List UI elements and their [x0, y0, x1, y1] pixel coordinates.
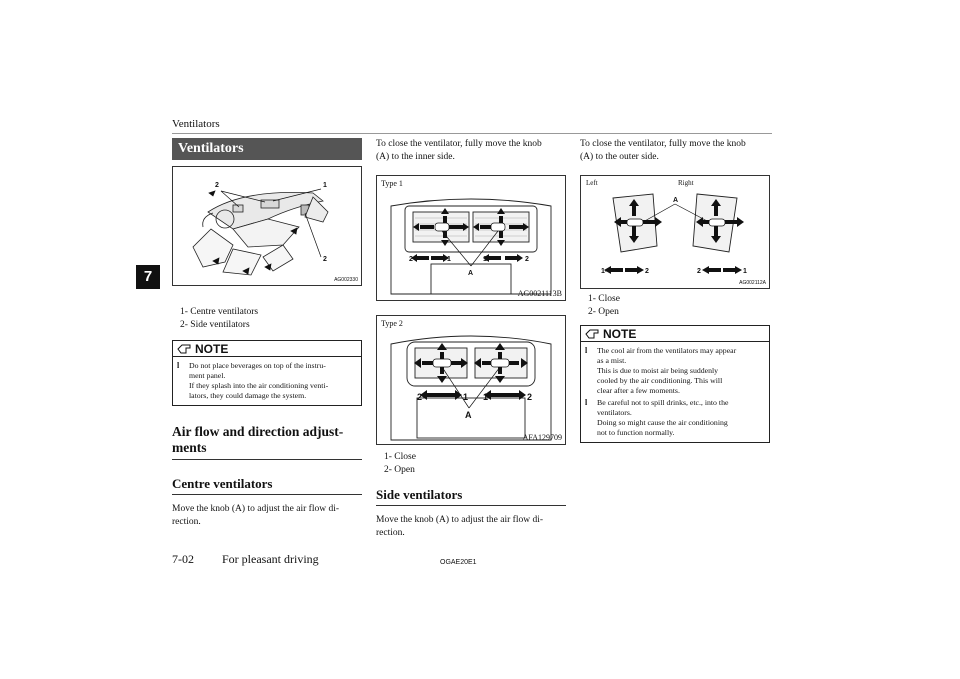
dashboard-illustration: 2 1 2: [192, 182, 329, 276]
column-middle: To close the ventilator, fully move the …: [376, 138, 566, 539]
centre-vents-type1: 2 1 1 2 A: [390, 198, 552, 295]
side-vents-illustration: Left Right: [586, 179, 747, 275]
heading-side-ventilators: Side ventilators: [376, 487, 566, 506]
figure-type2: Type 2: [376, 315, 566, 445]
svg-text:1: 1: [447, 256, 451, 263]
intro-text-close-inner: To close the ventilator, fully move the …: [376, 139, 542, 162]
intro-text-close-outer: To close the ventilator, fully move the …: [580, 139, 746, 162]
figure-code: AG0021113B: [517, 289, 562, 298]
note-item: l Do not place beverages on top of the i…: [177, 361, 329, 400]
list-item: 2- Open: [384, 465, 415, 475]
close-open-list: 1- Close 2- Open: [580, 293, 770, 319]
left-label: Left: [586, 179, 598, 187]
list-item: 1- Close: [384, 452, 416, 462]
column-right: To close the ventilator, fully move the …: [580, 138, 770, 443]
svg-text:2: 2: [525, 256, 529, 263]
close-open-list: 1- Close 2- Open: [376, 451, 566, 477]
figure-dashboard-vents: 2 1 2 AG002330: [172, 166, 362, 286]
svg-text:2: 2: [417, 392, 422, 402]
note-box-right: NOTE l The cool air from the ventilators…: [580, 325, 770, 443]
note-body: l The cool air from the ventilators may …: [581, 342, 769, 442]
figure-code: AFA129709: [522, 433, 562, 442]
chapter-tab: 7: [136, 265, 160, 289]
list-item: 2- Open: [588, 307, 619, 317]
callout-2-bottom: 2: [323, 256, 327, 263]
centre-vents-type2: 2 1 1 2 A: [390, 335, 552, 441]
callout-2-top: 2: [215, 182, 219, 189]
bullet-icon: l: [585, 346, 588, 355]
list-item: 1- Close: [588, 294, 620, 304]
svg-text:1: 1: [743, 268, 747, 275]
heading-airflow: Air flow and direction adjust- ments: [172, 424, 362, 460]
figure-type1: Type 1: [376, 175, 566, 301]
figure-type-label: Type 2: [381, 319, 403, 328]
section-title-bar: Ventilators: [172, 138, 362, 160]
document-code: OGAE20E1: [440, 559, 477, 566]
svg-text:2: 2: [697, 268, 701, 275]
vent-list: 1- Centre ventilators 2- Side ventilator…: [172, 306, 362, 332]
figure-code: AG002112A: [739, 280, 766, 286]
svg-text:1-: 1-: [601, 268, 608, 275]
callout-1: 1: [323, 182, 327, 189]
list-item: 1- Centre ventilators: [180, 307, 259, 317]
note-title: NOTE: [603, 326, 637, 341]
note-item: l The cool air from the ventilators may …: [585, 346, 737, 395]
svg-text:A: A: [673, 197, 678, 204]
bullet-icon: l: [585, 398, 588, 407]
svg-text:2: 2: [645, 268, 649, 275]
svg-text:1: 1: [483, 392, 488, 402]
figure-type-label: Type 1: [381, 179, 403, 188]
svg-text:2: 2: [409, 256, 413, 263]
chapter-title: For pleasant driving: [222, 552, 319, 566]
note-item: l Be careful not to spill drinks, etc., …: [585, 398, 729, 437]
note-body: l Do not place beverages on top of the i…: [173, 357, 361, 405]
header-rule: [172, 133, 772, 134]
page-number: 7-02: [172, 552, 194, 566]
note-box-left: NOTE l Do not place beverages on top of …: [172, 340, 362, 406]
hand-pointer-icon: [177, 344, 191, 353]
note-header: NOTE: [581, 326, 769, 342]
figure-side-vents: Left Right: [580, 175, 770, 289]
bullet-icon: l: [177, 361, 180, 370]
right-label: Right: [678, 179, 694, 187]
running-header: Ventilators: [172, 118, 220, 130]
list-item: 2- Side ventilators: [180, 320, 250, 330]
svg-text:A: A: [468, 270, 473, 277]
svg-text:1: 1: [463, 392, 468, 402]
svg-text:A: A: [465, 410, 472, 420]
column-left: Ventilators: [172, 138, 362, 528]
svg-text:2: 2: [527, 392, 532, 402]
centre-text: Move the knob (A) to adjust the air flow…: [172, 504, 340, 527]
hand-pointer-icon: [585, 329, 599, 338]
figure-code: AG002330: [334, 277, 358, 283]
heading-centre-ventilators: Centre ventilators: [172, 476, 362, 495]
svg-text:1: 1: [483, 256, 487, 263]
side-text: Move the knob (A) to adjust the air flow…: [376, 515, 544, 538]
note-header: NOTE: [173, 341, 361, 357]
note-title: NOTE: [195, 341, 229, 356]
